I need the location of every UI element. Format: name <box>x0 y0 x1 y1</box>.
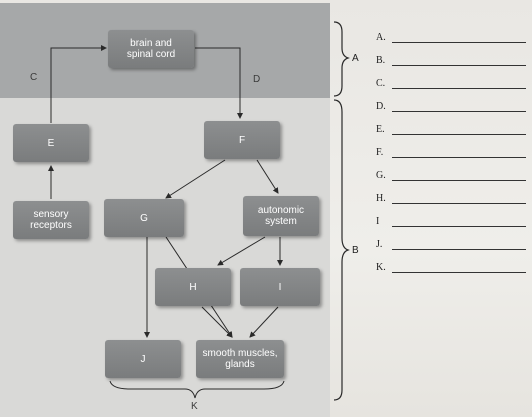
arrow-label-c: C <box>30 72 38 83</box>
answer-row: F. <box>372 145 532 168</box>
answer-row: E. <box>372 122 532 145</box>
answer-blank[interactable] <box>392 203 526 204</box>
node-j: J <box>105 340 181 378</box>
answer-blank[interactable] <box>392 134 526 135</box>
node-h: H <box>155 268 231 306</box>
answer-label: F. <box>376 147 384 158</box>
answer-label: I <box>376 216 380 227</box>
arrow-label-d: D <box>253 74 261 85</box>
node-e: E <box>13 124 89 162</box>
arrow-f-to-autonomic <box>256 159 279 194</box>
answer-row: C. <box>372 76 532 99</box>
answer-label: E. <box>376 124 385 135</box>
brace-b <box>333 99 350 401</box>
arrow-brain-to-f <box>195 47 243 119</box>
arrow-e-to-brain <box>50 45 107 123</box>
node-brain-and-spinal-cord: brain and spinal cord <box>108 30 194 68</box>
answer-list: A. B. C. D. E. F. G. H. I J. K. <box>372 30 532 283</box>
bracket-k <box>109 380 285 399</box>
answer-label: B. <box>376 55 386 66</box>
answer-blank[interactable] <box>392 88 526 89</box>
bracket-label-k: K <box>191 401 198 412</box>
arrow-autonomic-to-h <box>217 236 266 266</box>
node-autonomic-system: autonomic system <box>243 196 319 236</box>
node-g: G <box>104 199 184 237</box>
answer-label: A. <box>376 32 386 43</box>
answer-label: C. <box>376 78 386 89</box>
answer-row: B. <box>372 53 532 76</box>
answer-row: J. <box>372 237 532 260</box>
answer-row: K. <box>372 260 532 283</box>
answer-row: I <box>372 214 532 237</box>
node-f: F <box>204 121 280 159</box>
arrow-h-to-smooth <box>201 306 233 338</box>
answer-label: K. <box>376 262 386 273</box>
answer-blank[interactable] <box>392 65 526 66</box>
answer-blank[interactable] <box>392 180 526 181</box>
answer-label: D. <box>376 101 386 112</box>
answer-blank[interactable] <box>392 226 526 227</box>
answer-blank[interactable] <box>392 157 526 158</box>
answer-row: D. <box>372 99 532 122</box>
arrow-f-to-g <box>165 159 226 199</box>
answer-row: H. <box>372 191 532 214</box>
node-i: I <box>240 268 320 306</box>
answer-label: H. <box>376 193 386 204</box>
answer-blank[interactable] <box>392 249 526 250</box>
brace-a <box>333 21 350 97</box>
answer-row: A. <box>372 30 532 53</box>
arrow-i-to-smooth <box>249 306 279 338</box>
node-smooth-muscles-glands: smooth muscles, glands <box>196 340 284 378</box>
group-label-a: A <box>352 53 359 64</box>
answer-blank[interactable] <box>392 272 526 273</box>
node-sensory-receptors: sensory receptors <box>13 201 89 239</box>
answer-label: J. <box>376 239 383 250</box>
answer-label: G. <box>376 170 386 181</box>
answer-blank[interactable] <box>392 42 526 43</box>
answer-row: G. <box>372 168 532 191</box>
answer-blank[interactable] <box>392 111 526 112</box>
group-label-b: B <box>352 245 359 256</box>
